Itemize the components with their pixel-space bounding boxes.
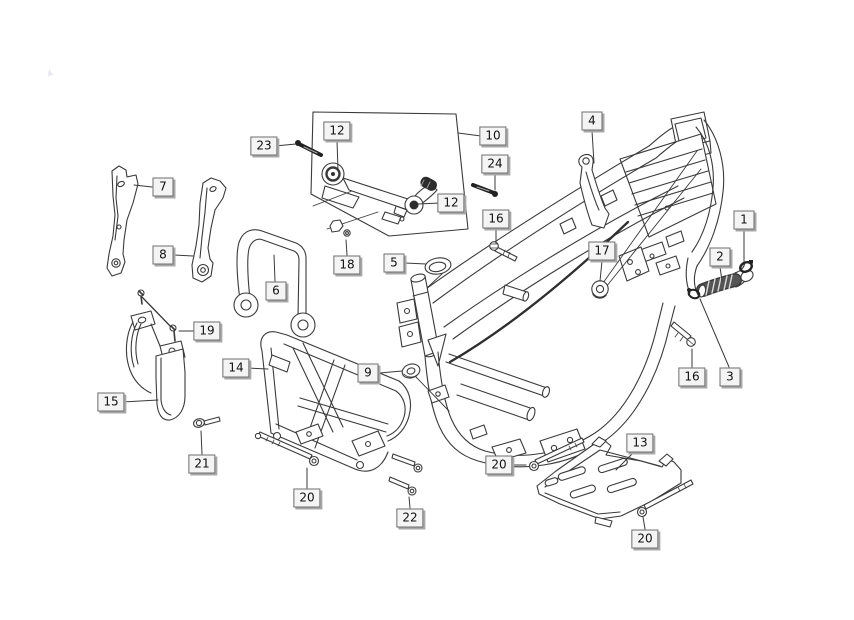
callout-18[interactable]: 18: [333, 255, 361, 275]
bolt-16-lower: [670, 321, 696, 347]
callout-17[interactable]: 17: [588, 241, 616, 261]
guard-15: [125, 310, 186, 421]
screws-19: [137, 289, 177, 342]
leader-line-3: [699, 298, 730, 368]
plug-5: [424, 257, 452, 275]
leader-line-8: [173, 254, 194, 257]
callout-3[interactable]: 3: [719, 367, 741, 387]
callout-5[interactable]: 5: [383, 253, 405, 273]
frame: [396, 111, 725, 468]
callout-19[interactable]: 19: [193, 321, 221, 341]
leader-line-5: [404, 262, 427, 265]
leader-line-17: [599, 260, 603, 282]
bolt-20-front: [254, 431, 320, 467]
callout-16[interactable]: 16: [482, 209, 510, 229]
washer-17: [591, 280, 609, 299]
callout-20[interactable]: 20: [631, 529, 659, 549]
callout-7[interactable]: 7: [152, 177, 174, 197]
callout-2[interactable]: 2: [709, 247, 731, 267]
callout-8[interactable]: 8: [152, 245, 174, 265]
callout-6[interactable]: 6: [265, 281, 287, 301]
callout-12[interactable]: 12: [437, 193, 465, 213]
grab-handle-6: [233, 229, 316, 338]
callout-1[interactable]: 1: [733, 210, 755, 230]
leader-line-20: [642, 516, 646, 530]
leader-line-12: [336, 140, 339, 171]
smudge-artifact: [48, 69, 53, 76]
callout-24[interactable]: 24: [481, 154, 509, 174]
leader-line-18: [345, 239, 348, 256]
pin-24: [471, 183, 498, 197]
callout-22[interactable]: 22: [396, 508, 424, 528]
callout-4[interactable]: 4: [581, 111, 603, 131]
detail-inset-box: [310, 111, 469, 237]
callout-23[interactable]: 23: [250, 136, 278, 156]
clamp-3: [687, 288, 701, 300]
callout-12[interactable]: 12: [323, 121, 351, 141]
leader-line-4: [591, 130, 595, 164]
leader-line-13: [615, 452, 634, 471]
bracket-7: [106, 165, 139, 277]
callout-21[interactable]: 21: [188, 454, 216, 474]
leader-line-10: [457, 132, 482, 137]
bolt-16-upper: [489, 241, 518, 262]
pin-23: [295, 140, 323, 157]
leader-line-14: [246, 367, 269, 370]
bolt-20-plate-right: [636, 479, 694, 518]
grommet-9: [401, 363, 421, 379]
callout-16[interactable]: 16: [678, 367, 706, 387]
leader-lines: [121, 130, 745, 530]
callout-15[interactable]: 15: [97, 392, 125, 412]
leader-line-2: [719, 266, 723, 282]
callout-13[interactable]: 13: [626, 433, 654, 453]
bracket-8: [191, 177, 227, 283]
callout-9[interactable]: 9: [357, 363, 379, 383]
bolt-21: [193, 416, 221, 428]
callout-14[interactable]: 14: [222, 358, 250, 378]
seat-bracket-4: [578, 153, 610, 229]
leader-line-6: [273, 254, 276, 282]
bolt-20-plate-left: [528, 437, 585, 472]
engine-mount-linkage: [312, 162, 438, 230]
leader-line-15: [121, 399, 159, 403]
leader-line-9: [378, 370, 403, 374]
leader-line-12: [417, 202, 441, 205]
floorboard-subframe-14: [260, 331, 412, 472]
skid-plate-13: [536, 436, 682, 528]
callout-20[interactable]: 20: [485, 455, 513, 475]
callout-10[interactable]: 10: [479, 126, 507, 146]
hose-2: [696, 261, 754, 298]
leader-line-21: [200, 430, 203, 455]
bolts-22: [388, 453, 423, 496]
callout-20[interactable]: 20: [293, 488, 321, 508]
leader-line-23: [274, 143, 297, 147]
leader-line-7: [133, 184, 153, 188]
nut-18: [329, 219, 351, 237]
leader-line-22: [408, 496, 411, 509]
clamp-1: [739, 260, 753, 274]
